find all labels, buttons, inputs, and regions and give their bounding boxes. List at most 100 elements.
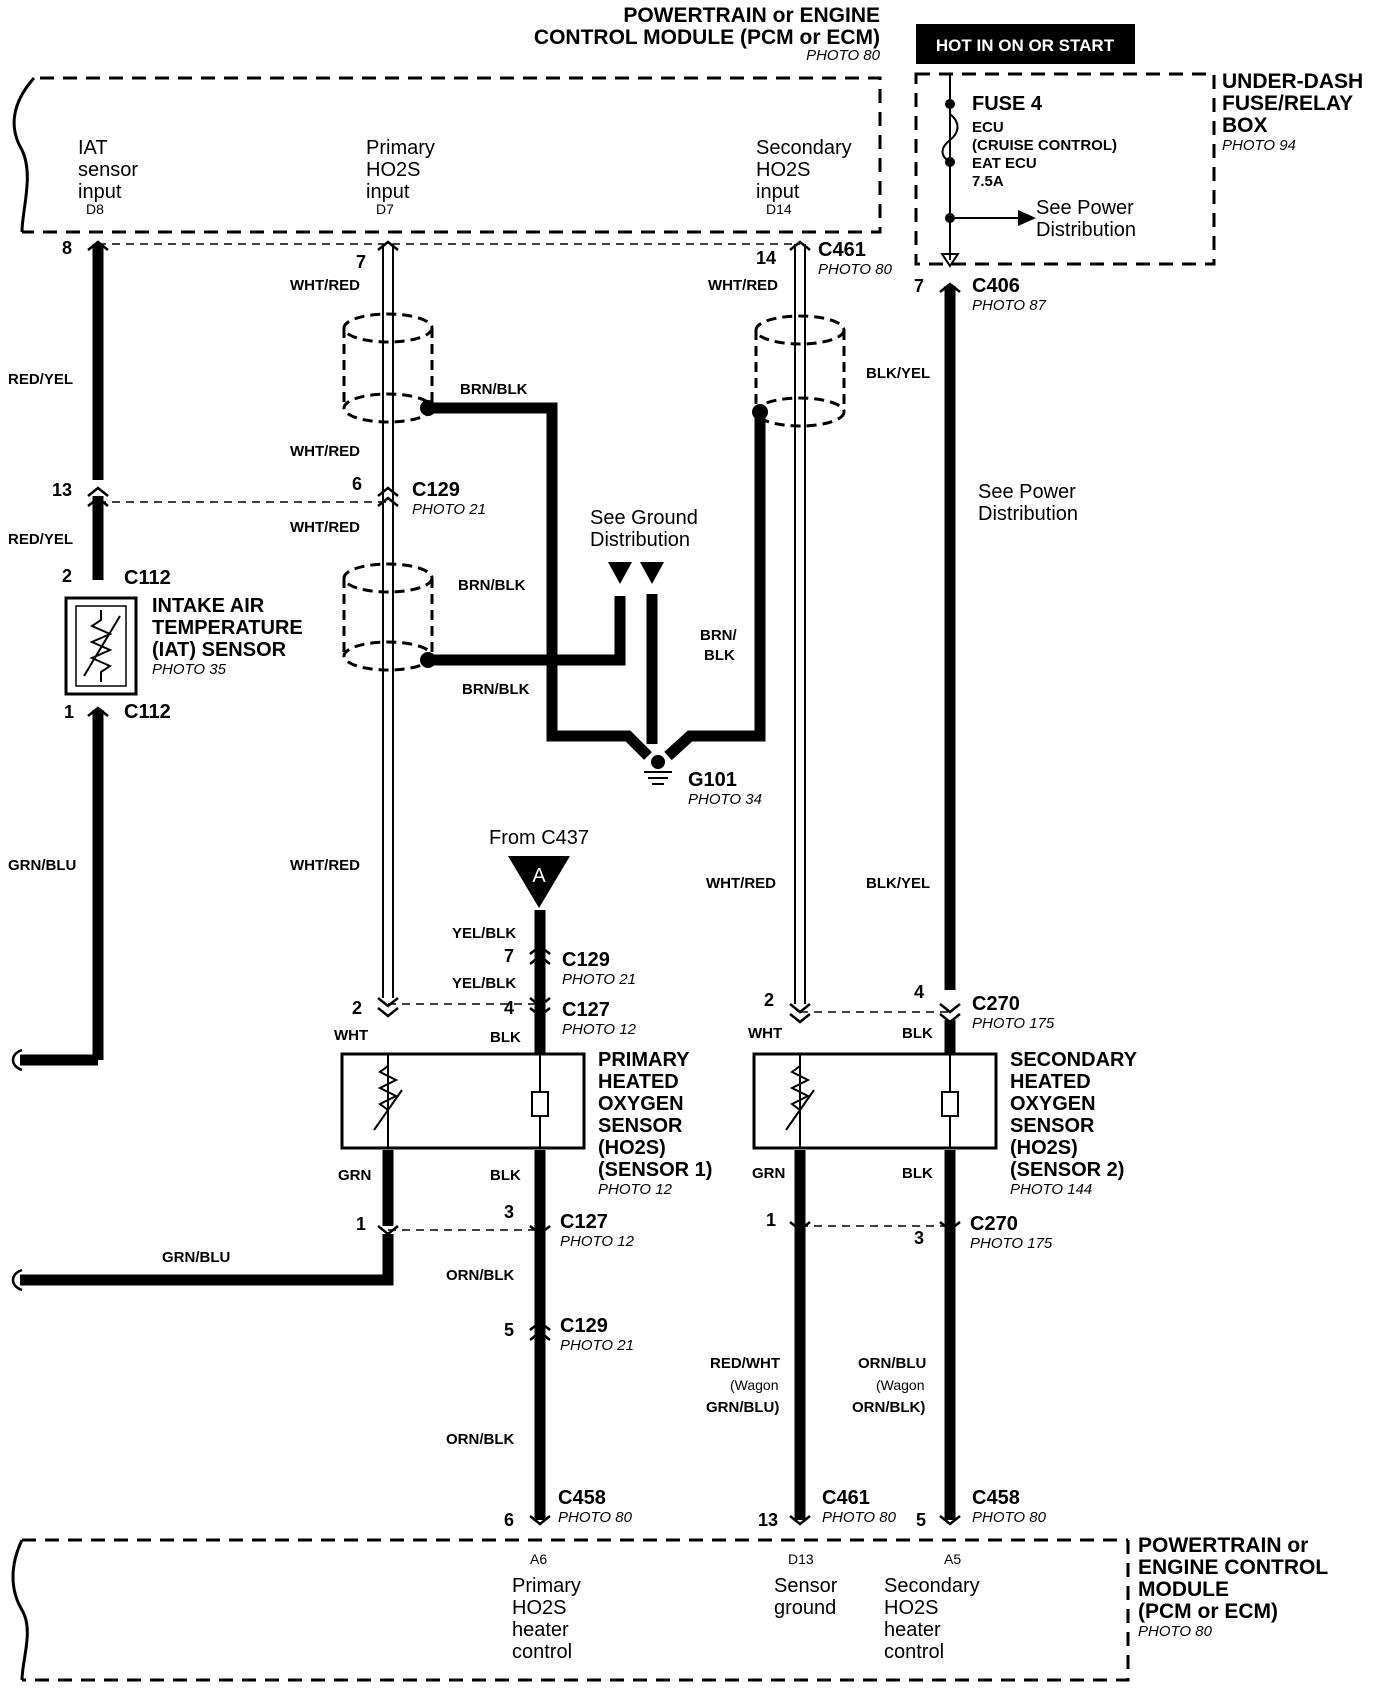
- bottom-module-break: [11, 1539, 29, 1681]
- c127-bot-photo: PHOTO 12: [560, 1233, 635, 1250]
- pin-7-right: 7: [914, 276, 924, 296]
- pin-8: 8: [62, 238, 72, 258]
- primary-input-l1: Primary: [366, 137, 435, 159]
- c270-bot-name: C270: [970, 1213, 1018, 1235]
- c270-top-name: C270: [972, 993, 1020, 1015]
- chev-p5bot: [939, 1515, 961, 1526]
- pin-4-c127: 4: [504, 998, 514, 1018]
- label-red-yel-1: RED/YEL: [8, 371, 73, 388]
- splice-dot: [545, 653, 559, 667]
- shield-2-bottom: [342, 640, 434, 672]
- primary-photo: PHOTO 12: [598, 1181, 673, 1198]
- label-orn-blu-2: (Wagon: [876, 1377, 925, 1393]
- chev-p7a-1: [529, 944, 551, 955]
- chev-p4b-2: [939, 1013, 961, 1024]
- fuse-box-title-1: UNDER-DASH: [1222, 70, 1363, 93]
- out-primary-l4: control: [512, 1641, 572, 1663]
- label-wht-1: WHT: [334, 1027, 368, 1044]
- g101-name: G101: [688, 769, 737, 791]
- fuse-desc-1: ECU: [972, 119, 1004, 136]
- c458-b-name: C458: [972, 1487, 1020, 1509]
- primary-title-4: SENSOR: [598, 1115, 683, 1137]
- label-grn-2: GRN: [752, 1165, 785, 1182]
- c406-name: C406: [972, 275, 1020, 297]
- pin-5-c458: 5: [916, 1510, 926, 1530]
- iat-title-1: INTAKE AIR: [152, 595, 265, 617]
- c270-top-photo: PHOTO 175: [972, 1015, 1055, 1032]
- c406-photo: PHOTO 87: [972, 297, 1047, 314]
- chev-p13a: [87, 486, 109, 497]
- iat-sensor-inner: [75, 605, 127, 687]
- chev-p7r: [939, 282, 961, 293]
- secondary-sensor-box: [752, 1052, 998, 1150]
- wire-brn-blk-shield-3: [664, 412, 766, 761]
- primary-title-1: PRIMARY: [598, 1049, 690, 1071]
- pin-14: 14: [756, 248, 776, 268]
- pin-1-c127: 1: [356, 1214, 366, 1234]
- label-blk-4: BLK: [902, 1165, 933, 1182]
- fuse-name: FUSE 4: [972, 93, 1043, 115]
- chev-p13bot: [789, 1515, 811, 1526]
- g101-photo: PHOTO 34: [688, 791, 762, 808]
- fuse-box-title-3: BOX: [1222, 114, 1268, 137]
- iat-input-l2: sensor: [78, 159, 138, 181]
- top-module-photo: PHOTO 80: [806, 47, 881, 64]
- shield-3-top: [754, 314, 846, 346]
- label-brn-blk-3: BRN/BLK: [462, 681, 530, 698]
- pin-1-c270: 1: [766, 1210, 776, 1230]
- secondary-title-4: SENSOR: [1010, 1115, 1095, 1137]
- c129-mid-name: C129: [412, 479, 460, 501]
- fuse-see-power-1: See Power: [1036, 197, 1134, 219]
- out-secondary-l1: Secondary: [884, 1575, 980, 1597]
- fuse-dot-bottom: [945, 157, 955, 167]
- secondary-title-5: (HO2S): [1010, 1137, 1078, 1159]
- secondary-heater-icon: [941, 1091, 959, 1117]
- c127-top-name: C127: [562, 999, 610, 1021]
- ref-a-label: A: [532, 865, 546, 887]
- shield-1-drain-dot: [420, 400, 436, 416]
- bottom-module-title-4: (PCM or ECM): [1138, 1600, 1278, 1623]
- bottom-module-title-3: MODULE: [1138, 1578, 1229, 1601]
- wires: [20, 244, 956, 1520]
- secondary-title-6: (SENSOR 2): [1010, 1159, 1124, 1181]
- fuse-symbol: [941, 113, 959, 163]
- chev-p7a-2: [529, 954, 551, 965]
- label-grn-blu-2: GRN/BLU: [162, 1249, 230, 1266]
- secondary-resistor-icon: [789, 1065, 811, 1111]
- iat-input-l1: IAT: [78, 137, 108, 159]
- label-blk-yel-1: BLK/YEL: [866, 365, 930, 382]
- primary-input-l2: HO2S: [366, 159, 420, 181]
- pin-2-c270: 2: [764, 990, 774, 1010]
- hot-label: HOT IN ON OR START: [936, 36, 1115, 55]
- ground-dist-2: Distribution: [590, 529, 690, 551]
- c129-a-name: C129: [562, 949, 610, 971]
- fuse-relay-box: HOT IN ON OR START UNDER-DASH FUSE/RELAY…: [914, 24, 1363, 268]
- hot-label-bg: [916, 24, 1135, 64]
- ref-a-triangle: A From C437: [489, 827, 589, 908]
- c461-top-photo: PHOTO 80: [818, 261, 893, 278]
- primary-title-3: OXYGEN: [598, 1093, 684, 1115]
- pin-4-c270: 4: [914, 982, 924, 1002]
- primary-title-5: (HO2S): [598, 1137, 666, 1159]
- fuse-dot-top: [945, 99, 955, 109]
- pin-13-c461: 13: [758, 1510, 778, 1530]
- c458-a-name: C458: [558, 1487, 606, 1509]
- c129-bot-name: C129: [560, 1315, 608, 1337]
- label-yel-blk-1: YEL/BLK: [452, 925, 516, 942]
- out-primary-l1: Primary: [512, 1575, 581, 1597]
- chev-p14: [789, 240, 811, 251]
- pin-2-c127: 2: [352, 998, 362, 1018]
- primary-ho2s-sensor: PRIMARY HEATED OXYGEN SENSOR (HO2S) (SEN…: [340, 1049, 712, 1198]
- chev-p6b: [377, 496, 399, 507]
- pin-5-c129: 5: [504, 1320, 514, 1340]
- primary-resistor-icon: [377, 1065, 399, 1111]
- pin-6: 6: [352, 474, 362, 494]
- pin-3-c127: 3: [504, 1202, 514, 1222]
- out-secondary-pin: A5: [944, 1551, 961, 1567]
- bottom-module-border: [22, 1538, 1130, 1682]
- label-orn-blk-2: ORN/BLK: [446, 1431, 514, 1448]
- fuse-box-title-2: FUSE/RELAY: [1222, 92, 1353, 115]
- label-red-wht-2: (Wagon: [730, 1377, 779, 1393]
- secondary-photo: PHOTO 144: [1010, 1181, 1092, 1198]
- ref-a-icon: [508, 856, 570, 908]
